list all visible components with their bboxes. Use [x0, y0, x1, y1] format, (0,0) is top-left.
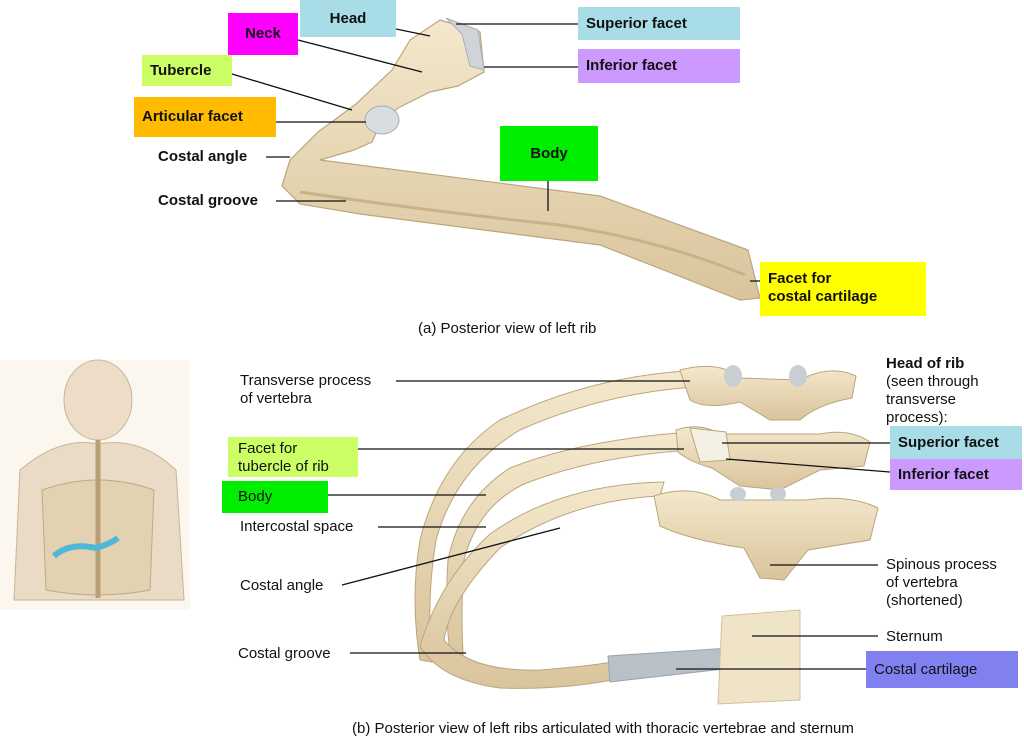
label-a-facet-costal-cartilage-line1: Facet for: [768, 270, 832, 287]
caption-a: (a) Posterior view of left rib: [418, 320, 597, 337]
label-a-head: Head: [300, 0, 396, 37]
label-b-head-of-rib-title: Head of rib: [886, 355, 965, 372]
label-b-costal-cartilage: Costal cartilage: [866, 651, 1018, 688]
label-b-costal-groove: Costal groove: [238, 645, 331, 662]
sternum-shape: [717, 609, 801, 705]
label-a-articular-facet: Articular facet: [134, 97, 276, 137]
label-a-costal-groove: Costal groove: [158, 192, 259, 209]
thumbnail-head: [63, 359, 133, 441]
label-a-superior-facet: Superior facet: [578, 7, 740, 40]
back-view-thumbnail: [0, 359, 190, 610]
rib-a-articular-facet: [364, 105, 400, 135]
label-b-body: Body: [222, 481, 328, 513]
thumbnail-highlighted-rib: [52, 535, 120, 559]
label-b-head-of-rib-note1: (seen through: [886, 373, 979, 390]
vertebra-middle-facet: [689, 427, 731, 463]
panel-a-rib: [281, 17, 761, 301]
label-b-head-of-rib-note2: transverse: [886, 391, 957, 408]
label-b-inferior-facet: Inferior facet: [890, 459, 1022, 490]
label-a-inferior-facet: Inferior facet: [578, 49, 740, 83]
label-b-facet-tubercle-line2: tubercle of rib: [238, 458, 329, 475]
label-b-superior-facet: Superior facet: [890, 426, 1022, 460]
label-b-transverse-process: Transverse process of vertebra: [240, 372, 371, 408]
label-b-facet-tubercle: Facet for tubercle of rib: [228, 437, 358, 477]
label-b-spinous-process: Spinous process of vertebra (shortened): [886, 556, 997, 610]
rib-a-costal-groove: [299, 190, 746, 277]
label-b-head-of-rib: Head of rib (seen through transverse pro…: [886, 355, 979, 427]
label-b-intercostal-space: Intercostal space: [240, 518, 354, 535]
label-b-spinous-line1: Spinous process: [886, 556, 997, 573]
rib-b-upper: [414, 369, 713, 663]
label-a-facet-costal-cartilage: Facet for costal cartilage: [760, 262, 926, 316]
label-a-facet-costal-cartilage-line2: costal cartilage: [768, 288, 878, 305]
label-b-transverse-process-line1: Transverse process: [240, 372, 372, 389]
label-b-head-of-rib-note3: process):: [886, 409, 948, 426]
panel-a-leaders: [231, 23, 762, 282]
panel-b-leaders: [302, 380, 891, 670]
label-a-neck: Neck: [228, 13, 298, 55]
label-b-sternum: Sternum: [886, 628, 943, 645]
label-a-tubercle: Tubercle: [142, 55, 232, 86]
caption-b: (b) Posterior view of left ribs articula…: [352, 720, 854, 737]
label-b-spinous-line2: of vertebra: [886, 574, 958, 591]
label-a-costal-angle: Costal angle: [158, 148, 248, 165]
vertebra-upper: [679, 365, 857, 421]
rib-a-shape: [281, 19, 761, 301]
label-b-spinous-line3: (shortened): [886, 592, 963, 609]
label-b-transverse-process-line2: of vertebra: [240, 390, 312, 407]
label-a-body: Body: [500, 126, 598, 181]
costal-cartilage-shape: [607, 647, 733, 683]
vertebra-lower: [653, 490, 879, 581]
rib-a-head-facets: [445, 17, 485, 71]
label-b-costal-angle: Costal angle: [240, 577, 324, 594]
panel-b-ribs: [414, 365, 879, 705]
label-b-facet-tubercle-line1: Facet for: [238, 440, 298, 457]
